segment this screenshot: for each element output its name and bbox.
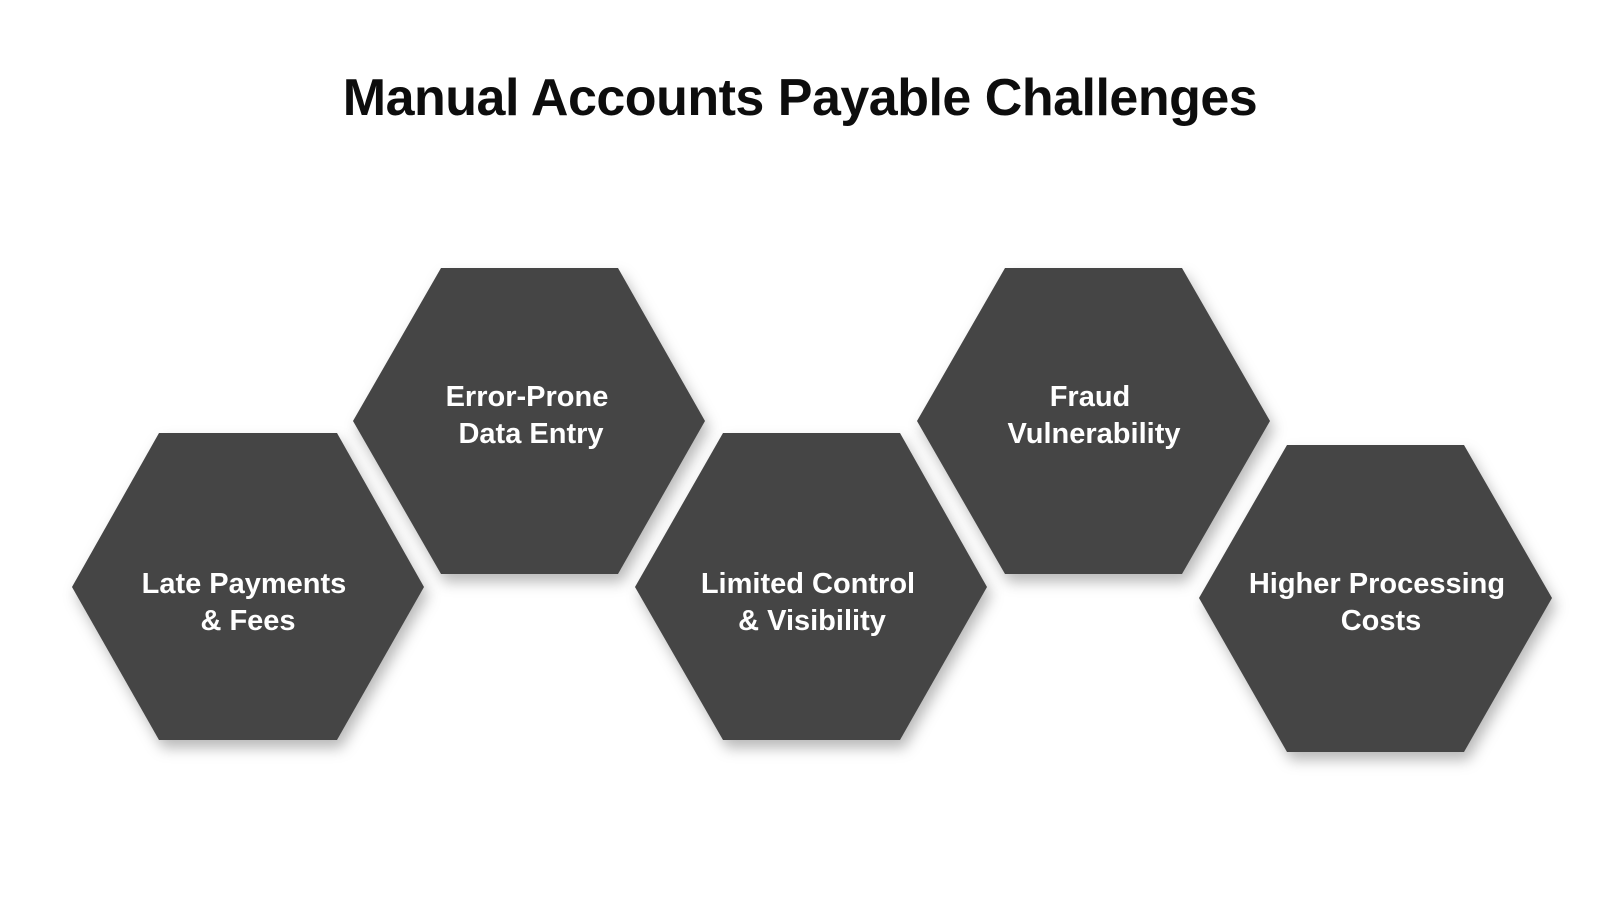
page-title: Manual Accounts Payable Challenges	[342, 69, 1258, 127]
hexagon-label-line1: Error-Prone	[446, 381, 609, 413]
hexagon-shape	[1199, 445, 1552, 752]
hexagon-label: Fraud Vulnerability	[1008, 381, 1181, 450]
hexagon-label-line2: Costs	[1341, 605, 1422, 637]
hexagon-label: Higher Processing Costs	[1249, 568, 1513, 637]
hexagon-shape	[72, 433, 424, 740]
hexagon-label: Error-Prone Data Entry	[446, 381, 617, 450]
hexagon-label-line1: Limited Control	[701, 568, 915, 600]
hexagon-label-line2: & Visibility	[738, 605, 886, 637]
hexagon-label-line2: Vulnerability	[1008, 418, 1181, 450]
hexagon-label: Limited Control & Visibility	[701, 568, 923, 637]
hexagon-label-line2: & Fees	[200, 605, 295, 637]
hexagon-error-prone-data-entry: Error-Prone Data Entry	[353, 268, 705, 574]
hexagon-fraud-vulnerability: Fraud Vulnerability	[917, 268, 1270, 574]
hexagon-limited-control-visibility: Limited Control & Visibility	[635, 433, 987, 740]
hexagon-shape	[635, 433, 987, 740]
hexagon-label-line1: Fraud	[1050, 381, 1131, 413]
hexagon-shape	[917, 268, 1270, 574]
hexagon-label: Late Payments & Fees	[142, 568, 355, 637]
hexagon-late-payments: Late Payments & Fees	[72, 433, 424, 740]
hexagon-higher-processing-costs: Higher Processing Costs	[1199, 445, 1552, 752]
hexagon-shape	[353, 268, 705, 574]
hexagon-label-line1: Higher Processing	[1249, 568, 1505, 600]
hexagon-label-line1: Late Payments	[142, 568, 347, 600]
hexagon-label-line2: Data Entry	[458, 418, 603, 450]
